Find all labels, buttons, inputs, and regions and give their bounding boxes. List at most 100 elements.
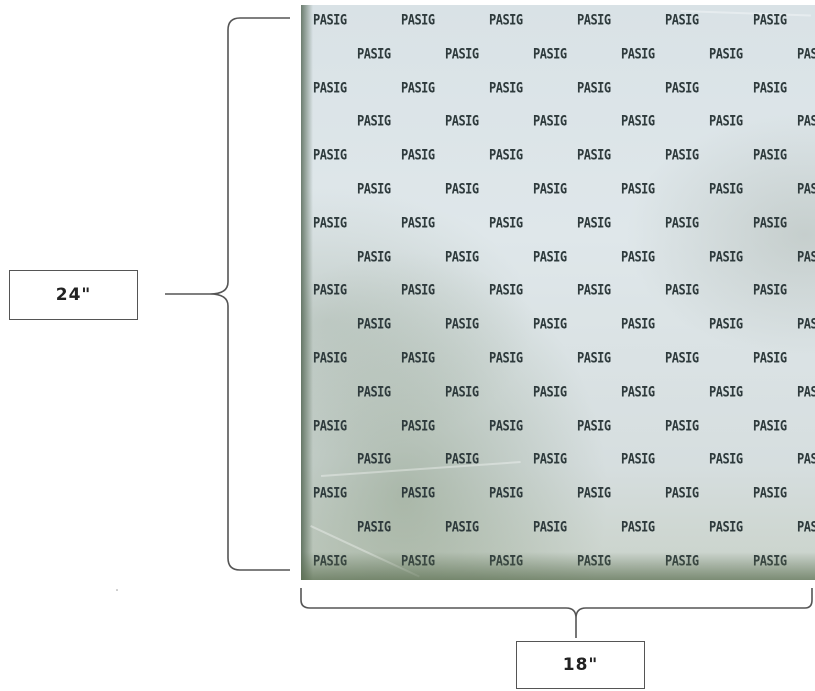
brand-logo-pattern: PASIG <box>445 180 479 198</box>
brand-logo-pattern: PASIG <box>577 349 611 367</box>
brand-logo-pattern: PASIG <box>665 11 699 29</box>
brand-logo-pattern: PASIG <box>753 485 787 502</box>
brand-logo-pattern: PASIG <box>533 451 567 468</box>
brand-logo-pattern: PASIG <box>709 451 743 468</box>
brand-logo-pattern: PASIG <box>753 214 787 231</box>
printed-tarp-sheet: PASIG PASIG PASIG PASIG PASIG PASIG PASIG PASIG… <box>301 5 815 580</box>
brand-logo-pattern: PASIG <box>313 417 347 434</box>
brand-logo-pattern: PASIG <box>797 45 815 62</box>
brand-logo-pattern: PASIG <box>709 316 743 333</box>
brand-logo-pattern: PASIG <box>489 349 523 367</box>
brand-logo-pattern: PASIG <box>797 316 815 333</box>
brand-logo-pattern: PASIG <box>533 518 567 536</box>
brand-logo-pattern: PASIG <box>489 147 523 164</box>
fold-crease <box>321 461 521 477</box>
brand-logo-pattern: PASIG <box>797 383 815 400</box>
brand-logo-pattern: PASIG <box>797 518 815 536</box>
brand-logo-pattern: PASIG <box>753 147 787 164</box>
brand-logo-pattern: PASIG <box>489 11 523 29</box>
brand-logo-pattern: PASIG <box>533 45 567 62</box>
brand-logo-pattern: PASIG <box>709 383 743 400</box>
brand-logo-pattern: PASIG <box>445 451 479 468</box>
brand-logo-pattern: PASIG <box>753 79 787 96</box>
brand-logo-pattern: PASIG <box>709 248 743 265</box>
brand-logo-pattern: PASIG <box>665 552 699 569</box>
brand-logo-pattern: PASIG <box>621 180 655 198</box>
brand-logo-pattern: PASIG <box>489 282 523 299</box>
brand-logo-pattern: PASIG <box>313 282 347 299</box>
brand-logo-pattern: PASIG <box>489 417 523 434</box>
brand-logo-pattern: PASIG <box>577 79 611 96</box>
fold-crease <box>680 10 811 17</box>
brand-logo-pattern: PASIG <box>533 383 567 400</box>
brand-logo-pattern: PASIG <box>709 45 743 62</box>
brand-logo-pattern: PASIG <box>621 45 655 62</box>
brand-logo-pattern: PASIG <box>753 11 787 29</box>
brand-logo-pattern: PASIG <box>709 518 743 536</box>
brand-logo-pattern: PASIG <box>357 248 391 265</box>
height-brace <box>165 17 290 571</box>
brand-logo-pattern: PASIG <box>709 113 743 130</box>
brand-logo-pattern: PASIG <box>357 316 391 333</box>
brand-logo-pattern: PASIG <box>489 485 523 502</box>
brand-logo-pattern: PASIG <box>665 282 699 299</box>
brand-logo-pattern: PASIG <box>797 113 815 130</box>
brand-logo-pattern: PASIG <box>357 518 391 536</box>
brand-logo-pattern: PASIG <box>445 383 479 400</box>
brand-logo-pattern: PASIG <box>621 248 655 265</box>
brand-logo-pattern: PASIG <box>401 79 435 96</box>
brand-logo-pattern: PASIG <box>445 316 479 333</box>
brand-logo-pattern: PASIG <box>401 147 435 164</box>
brand-logo-pattern: PASIG <box>401 349 435 367</box>
brand-logo-pattern: PASIG <box>313 147 347 164</box>
brand-logo-pattern: PASIG <box>445 45 479 62</box>
brand-logo-pattern: PASIG <box>753 417 787 434</box>
brand-logo-pattern: PASIG <box>753 349 787 367</box>
brand-logo-pattern: PASIG <box>621 451 655 468</box>
speck <box>116 589 118 591</box>
brand-logo-pattern: PASIG <box>357 451 391 468</box>
brand-logo-pattern: PASIG <box>445 518 479 536</box>
brand-logo-pattern: PASIG <box>577 11 611 29</box>
brand-logo-pattern: PASIG <box>797 451 815 468</box>
brand-logo-pattern: PASIG <box>753 552 787 569</box>
brand-logo-pattern: PASIG <box>533 113 567 130</box>
brand-logo-pattern: PASIG <box>621 518 655 536</box>
brand-logo-pattern: PASIG <box>357 113 391 130</box>
brand-logo-pattern: PASIG <box>665 214 699 231</box>
brand-logo-pattern: PASIG <box>313 485 347 502</box>
brand-logo-pattern: PASIG <box>797 248 815 265</box>
brand-logo-pattern: PASIG <box>313 552 347 569</box>
brand-logo-pattern: PASIG <box>621 316 655 333</box>
brand-logo-pattern: PASIG <box>445 113 479 130</box>
brand-logo-pattern: PASIG <box>665 79 699 96</box>
brand-logo-pattern: PASIG <box>577 417 611 434</box>
brand-logo-pattern: PASIG <box>401 11 435 29</box>
brand-logo-pattern: PASIG <box>401 282 435 299</box>
brand-logo-pattern: PASIG <box>401 552 435 569</box>
brand-logo-pattern: PASIG <box>665 147 699 164</box>
brand-logo-pattern: PASIG <box>621 113 655 130</box>
brand-logo-pattern: PASIG <box>313 79 347 96</box>
width-label: 18" <box>516 641 645 689</box>
brand-logo-pattern: PASIG <box>577 552 611 569</box>
brand-logo-pattern: PASIG <box>665 349 699 367</box>
brand-logo-pattern: PASIG <box>621 383 655 400</box>
brand-logo-pattern: PASIG <box>357 383 391 400</box>
brand-logo-pattern: PASIG <box>489 214 523 231</box>
brand-logo-pattern: PASIG <box>401 485 435 502</box>
brand-logo-pattern: PASIG <box>357 45 391 62</box>
brand-logo-pattern: PASIG <box>313 349 347 367</box>
brand-logo-pattern: PASIG <box>401 417 435 434</box>
brand-logo-pattern: PASIG <box>533 248 567 265</box>
brand-logo-pattern: PASIG <box>489 552 523 569</box>
brand-logo-pattern: PASIG <box>709 180 743 198</box>
brand-logo-pattern: PASIG <box>489 79 523 96</box>
brand-logo-pattern: PASIG <box>313 11 347 29</box>
brand-logo-pattern: PASIG <box>533 316 567 333</box>
brand-logo-pattern: PASIG <box>577 147 611 164</box>
brand-logo-pattern: PASIG <box>577 282 611 299</box>
brand-logo-pattern: PASIG <box>665 485 699 502</box>
brand-logo-pattern: PASIG <box>665 417 699 434</box>
